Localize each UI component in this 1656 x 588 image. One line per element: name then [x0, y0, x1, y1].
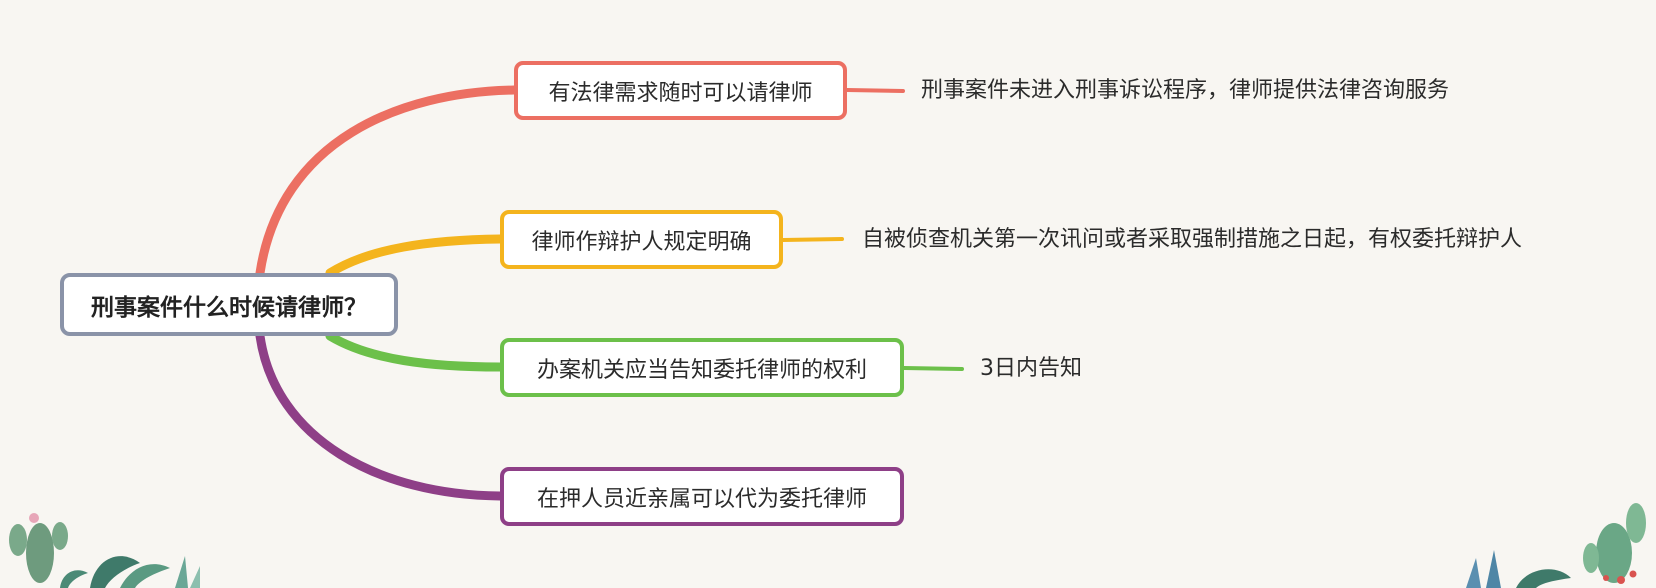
- connector-branch-1: [260, 90, 514, 273]
- connector-branch-3: [330, 336, 500, 367]
- branch-topic-3[interactable]: 办案机关应当告知委托律师的权利: [500, 338, 904, 397]
- root-topic[interactable]: 刑事案件什么时候请律师？: [60, 273, 398, 336]
- leafy-plant-illustration: [1446, 478, 1656, 588]
- connector-leaf-1: [847, 90, 903, 91]
- cactus-plant-illustration: [0, 478, 210, 588]
- branch-topic-2[interactable]: 律师作辩护人规定明确: [500, 210, 783, 269]
- leaf-topic-1[interactable]: 刑事案件未进入刑事诉讼程序，律师提供法律咨询服务: [921, 76, 1449, 106]
- branch-topic-4[interactable]: 在押人员近亲属可以代为委托律师: [500, 467, 904, 526]
- branch-topic-1[interactable]: 有法律需求随时可以请律师: [514, 61, 847, 120]
- connector-leaf-2: [783, 239, 842, 240]
- connector-branch-2: [330, 239, 500, 273]
- connector-leaf-3: [904, 368, 962, 369]
- leaf-topic-2[interactable]: 自被侦查机关第一次讯问或者采取强制措施之日起，有权委托辩护人: [862, 225, 1522, 255]
- leaf-topic-3[interactable]: 3日内告知: [980, 354, 1082, 384]
